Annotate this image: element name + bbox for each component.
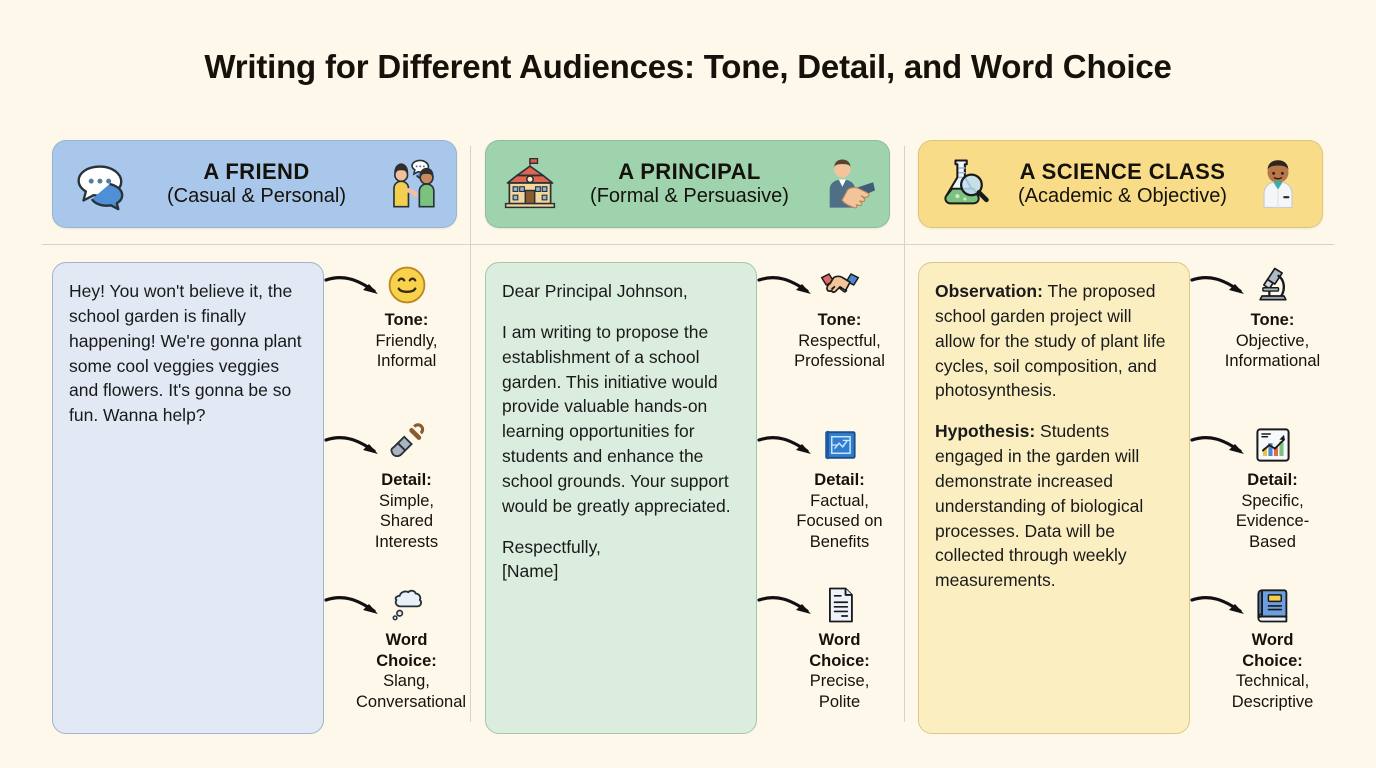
annotation-label: Word Choice:	[376, 631, 437, 670]
observation-text: The proposed school garden project will …	[935, 281, 1166, 401]
hypothesis-text: Students engaged in the garden will demo…	[935, 421, 1144, 591]
body-row-principal: Dear Principal Johnson, I am writing to …	[485, 262, 890, 734]
annotation-tone-friend: Tone: Friendly, Informal	[324, 262, 457, 372]
annotations-principal: Tone: Respectful, Professional	[757, 262, 890, 734]
header-title-science: A SCIENCE CLASS	[1019, 159, 1226, 185]
microscope-icon	[1222, 262, 1323, 308]
header-pill-friend[interactable]: A FRIEND (Casual & Personal)	[52, 140, 457, 228]
speech-bubbles-icon	[67, 153, 129, 215]
arrow-icon	[1190, 276, 1244, 294]
arrow-icon	[757, 276, 811, 294]
message-hypothesis: Hypothesis: Students engaged in the gard…	[935, 419, 1173, 593]
column-friend: A FRIEND (Casual & Personal)	[38, 140, 471, 740]
column-science: A SCIENCE CLASS (Academic & Objective)	[904, 140, 1337, 740]
annotation-label: Detail:	[381, 471, 432, 489]
annotation-value: Respectful, Professional	[794, 331, 885, 371]
annotation-tone-principal: Tone: Respectful, Professional	[757, 262, 890, 372]
two-people-talking-icon	[384, 155, 442, 213]
header-subtitle-science: (Academic & Objective)	[1018, 185, 1227, 208]
annotation-word-choice-friend: Word Choice: Slang, Conversational	[324, 582, 467, 713]
arrow-icon	[324, 436, 378, 454]
bar-chart-icon	[1222, 422, 1323, 468]
arrow-icon	[324, 276, 378, 294]
annotations-science: Tone: Objective, Informational	[1190, 262, 1323, 734]
columns-container: A FRIEND (Casual & Personal)	[38, 140, 1338, 740]
annotation-value: Technical, Descriptive	[1231, 672, 1314, 711]
annotation-detail-friend: Detail: Simple, Shared Interests	[324, 422, 457, 553]
annotation-detail-science: Detail: Specific, Evidence-Based	[1190, 422, 1323, 553]
book-icon	[1222, 582, 1323, 628]
column-divider-1	[470, 146, 471, 722]
body-row-friend: Hey! You won't believe it, the school ga…	[52, 262, 467, 734]
blueprint-icon	[789, 422, 890, 468]
annotation-value: Objective, Informational	[1224, 331, 1321, 371]
observation-lead: Observation:	[935, 281, 1043, 301]
header-text-friend: A FRIEND (Casual & Personal)	[129, 160, 384, 207]
scientist-icon	[1250, 155, 1308, 213]
annotation-label: Detail:	[814, 471, 865, 489]
header-separator	[42, 244, 1334, 245]
arrow-icon	[757, 436, 811, 454]
annotation-label: Word Choice:	[809, 631, 870, 670]
smiley-face-icon	[356, 262, 457, 308]
annotation-label: Tone:	[1250, 311, 1295, 329]
message-bubble-science: Observation: The proposed school garden …	[918, 262, 1190, 734]
handshake-icon	[789, 262, 890, 308]
annotation-word-choice-principal: Word Choice: Precise, Polite	[757, 582, 890, 713]
column-divider-2	[904, 146, 905, 722]
school-building-icon	[500, 153, 562, 215]
annotation-value: Friendly, Informal	[375, 331, 438, 371]
header-title-friend: A FRIEND	[203, 159, 310, 185]
arrow-icon	[1190, 436, 1244, 454]
message-greeting: Dear Principal Johnson,	[502, 281, 688, 301]
annotation-value: Specific, Evidence-Based	[1235, 491, 1310, 551]
annotation-word-choice-science: Word Choice: Technical, Descriptive	[1190, 582, 1323, 713]
thought-cloud-icon	[356, 582, 457, 628]
message-paragraph: I am writing to propose the establishmen…	[502, 321, 731, 516]
arrow-icon	[757, 596, 811, 614]
header-subtitle-friend: (Casual & Personal)	[167, 185, 346, 208]
arrow-icon	[1190, 596, 1244, 614]
header-pill-principal[interactable]: A PRINCIPAL (Formal & Persuasive)	[485, 140, 890, 228]
message-observation: Observation: The proposed school garden …	[935, 279, 1173, 403]
header-text-principal: A PRINCIPAL (Formal & Persuasive)	[562, 160, 817, 207]
annotation-label: Tone:	[817, 311, 862, 329]
annotation-tone-science: Tone: Objective, Informational	[1190, 262, 1323, 372]
header-subtitle-principal: (Formal & Persuasive)	[590, 185, 789, 208]
hypothesis-lead: Hypothesis:	[935, 421, 1036, 442]
header-pill-science[interactable]: A SCIENCE CLASS (Academic & Objective)	[918, 140, 1323, 228]
header-text-science: A SCIENCE CLASS (Academic & Objective)	[995, 160, 1250, 207]
annotation-value: Precise, Polite	[809, 672, 870, 711]
annotation-label: Detail:	[1247, 471, 1298, 489]
page-title: Writing for Different Audiences: Tone, D…	[204, 48, 1172, 85]
message-signoff: Respectfully, [Name]	[502, 536, 601, 582]
annotation-detail-principal: Detail: Factual, Focused on Benefits	[757, 422, 890, 553]
header-title-principal: A PRINCIPAL	[618, 159, 761, 185]
arrow-icon	[324, 596, 378, 614]
annotation-label: Tone:	[384, 311, 429, 329]
annotation-value: Slang, Conversational	[356, 672, 467, 711]
body-row-science: Observation: The proposed school garden …	[918, 262, 1323, 734]
annotations-friend: Tone: Friendly, Informal	[324, 262, 467, 734]
message-paragraph: Hey! You won't believe it, the school ga…	[69, 281, 302, 426]
handshake-person-icon	[817, 155, 875, 213]
column-principal: A PRINCIPAL (Formal & Persuasive)	[471, 140, 904, 740]
annotation-label: Word Choice:	[1242, 631, 1303, 670]
annotation-value: Factual, Focused on Benefits	[796, 491, 883, 551]
shovel-icon	[356, 422, 457, 468]
flask-magnifier-icon	[933, 153, 995, 215]
message-bubble-principal: Dear Principal Johnson, I am writing to …	[485, 262, 757, 734]
document-icon	[789, 582, 890, 628]
annotation-value: Simple, Shared Interests	[374, 491, 439, 551]
message-bubble-friend: Hey! You won't believe it, the school ga…	[52, 262, 324, 734]
